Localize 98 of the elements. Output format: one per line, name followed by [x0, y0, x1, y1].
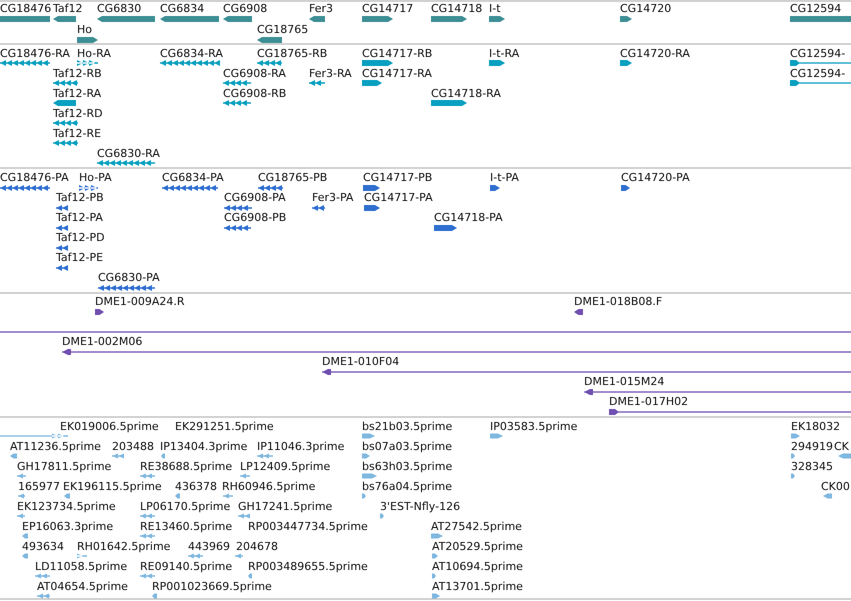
feature-label: Fer3-RA — [309, 67, 352, 80]
feature-label: CG6908-PB — [224, 211, 286, 224]
feature-label: CG6908-RB — [223, 87, 286, 100]
feature-label: RP003447734.5prime — [248, 520, 368, 533]
feature-label: RP001023669.5prime — [152, 580, 272, 593]
feature-label: CG6830 — [97, 2, 142, 15]
feature-label: DME1-010F04 — [322, 355, 400, 368]
feature-label: RH60946.5prime — [222, 480, 316, 493]
feature-label: AT10694.5prime — [432, 560, 523, 573]
feature-label: AT13701.5prime — [432, 580, 523, 593]
feature-label: DME1-018B08.F — [574, 295, 662, 308]
feature-label: CG18476-RA — [0, 47, 70, 60]
feature-label: DME1-002M06 — [62, 335, 142, 348]
feature-label: RH01642.5prime — [77, 540, 170, 553]
feature-label: AT20529.5prime — [432, 540, 523, 553]
feature-label: I-t-RA — [489, 47, 520, 60]
feature-label: CG6834-RA — [160, 47, 223, 60]
feature-label: RE38688.5prime — [140, 460, 232, 473]
feature-label: IP03583.5prime — [490, 420, 578, 433]
feature-label: CG14720-RA — [620, 47, 690, 60]
feature-label: Fer3 — [309, 2, 334, 15]
feature-label: Taf12-PA — [56, 211, 103, 224]
feature-label: CG6908 — [223, 2, 268, 15]
feature-label: 493634 — [22, 540, 64, 553]
feature-label: CG6834 — [160, 2, 204, 15]
feature-label: CG14717-RB — [362, 47, 432, 60]
feature-label: CG12594 — [790, 2, 842, 15]
feature-label: DME1-015M24 — [584, 375, 664, 388]
feature-label: DME1-017H02 — [609, 395, 688, 408]
feature-label: LP12409.5prime — [240, 460, 330, 473]
feature-label: LD11058.5prime — [35, 560, 128, 573]
feature-label: CG14718-PA — [434, 211, 503, 224]
feature-label: Taf12-RD — [53, 107, 103, 120]
feature-label: CG6908-RA — [223, 67, 286, 80]
feature-label: EK196115.5prime — [63, 480, 162, 493]
feature-label: EP16063.3prime — [22, 520, 114, 533]
feature-label: AT04654.5prime — [37, 580, 128, 593]
feature-label: Taf12-RE — [53, 127, 102, 140]
feature-label: CG14717-RA — [362, 67, 432, 80]
feature-label: CG14720-PA — [621, 171, 690, 184]
feature-label: EK291251.5prime — [175, 420, 274, 433]
feature-label: RP003489655.5prime — [248, 560, 368, 573]
feature-label: bs07a03.5prime — [362, 440, 452, 453]
feature-label: Fer3-PA — [312, 191, 354, 204]
feature-label: GH17241.5prime — [238, 500, 332, 513]
feature-label: GH17811.5prime — [17, 460, 112, 473]
feature-label: 3'EST-Nfly-126 — [380, 500, 460, 513]
feature-label: CG18476-PA — [0, 171, 69, 184]
feature-label: CG14720 — [620, 2, 672, 15]
feature-label: AT11236.5prime — [10, 440, 101, 453]
feature-label: IP11046.3prime — [257, 440, 344, 453]
feature-label: AT27542.5prime — [431, 520, 522, 533]
feature-label: Taf12-PD — [56, 231, 105, 244]
feature-label: Taf12 — [53, 2, 83, 15]
feature-label: CG6834-PA — [162, 171, 224, 184]
feature-label: CG12594- — [790, 67, 846, 80]
feature-label: IP13404.3prime — [160, 440, 248, 453]
feature-label: CK00 — [821, 480, 850, 493]
feature-label: CG18765-RB — [257, 47, 328, 60]
feature-label: CG14717 — [362, 2, 414, 15]
feature-label: 328345 — [791, 460, 833, 473]
feature-label: RE09140.5prime — [140, 560, 232, 573]
feature-label: Taf12-PB — [56, 191, 104, 204]
feature-label: EK123734.5prime — [17, 500, 116, 513]
feature-label: CG18765 — [257, 23, 308, 36]
feature-label: Ho — [77, 23, 92, 36]
feature-label: bs76a04.5prime — [362, 480, 452, 493]
feature-label: CG6908-PA — [224, 191, 286, 204]
feature-label: bs21b03.5prime — [362, 420, 452, 433]
feature-label: EK019006.5prime — [60, 420, 159, 433]
feature-label: CG18765-PB — [258, 171, 328, 184]
feature-label: CG12594- — [790, 47, 846, 60]
feature-label: EK18032 — [791, 420, 840, 433]
feature-label: CG18476 — [0, 2, 52, 15]
feature-label: CG6830-PA — [98, 271, 160, 284]
feature-label: Ho-PA — [79, 171, 112, 184]
feature-label: 203488 — [112, 440, 154, 453]
feature-label: Taf12-PE — [56, 251, 104, 264]
feature-label: CG14717-PA — [364, 191, 433, 204]
feature-label: Ho-RA — [77, 47, 111, 60]
feature-label: LP06170.5prime — [140, 500, 230, 513]
feature-label: Taf12-RA — [53, 87, 102, 100]
feature-label: CK — [834, 440, 849, 453]
feature-label: bs63h03.5prime — [362, 460, 452, 473]
feature-label: 204678 — [236, 540, 278, 553]
feature-label: 436378 — [175, 480, 217, 493]
feature-label: I-t-PA — [490, 171, 519, 184]
feature-label: CG14718-RA — [431, 87, 501, 100]
feature-label: 294919 — [791, 440, 833, 453]
feature-label: I-t — [489, 2, 501, 15]
feature-label: 165977 — [18, 480, 60, 493]
feature-label: DME1-009A24.R — [95, 295, 185, 308]
feature-label: RE13460.5prime — [140, 520, 232, 533]
feature-label: CG14718 — [431, 2, 482, 15]
feature-label: CG14717-PB — [363, 171, 432, 184]
feature-label: CG6830-RA — [97, 147, 160, 160]
feature-label: 443969 — [188, 540, 230, 553]
feature-label: Taf12-RB — [53, 67, 102, 80]
